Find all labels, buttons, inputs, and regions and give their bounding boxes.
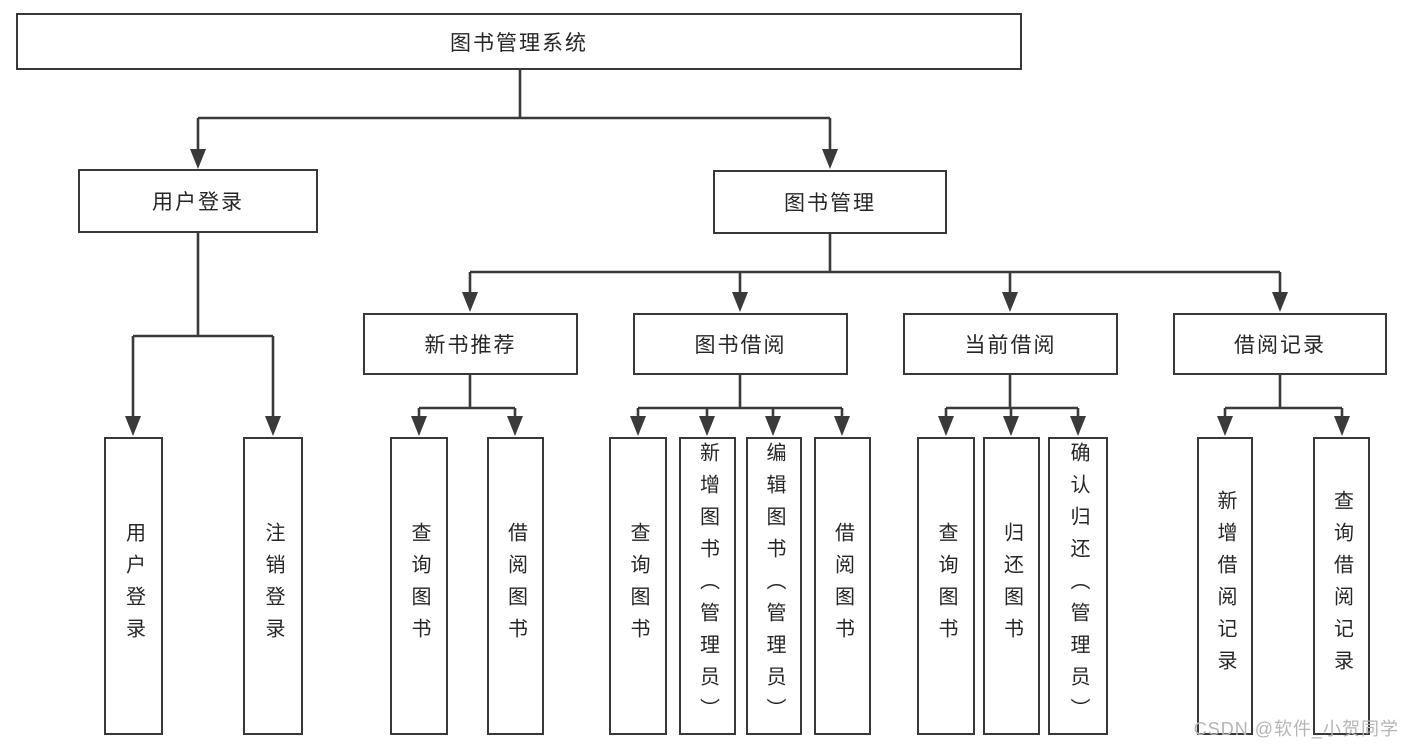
node-label: 新书推荐 (424, 334, 517, 357)
leaf-borrow-books-2: 借阅图书 (814, 437, 871, 735)
arrowhead (822, 149, 838, 169)
node-label: 图书管理 (784, 192, 876, 215)
node-label: 编辑图书（管理员） (763, 442, 785, 730)
node-label: 归还图书 (1000, 522, 1023, 650)
node-label: 查询图书 (627, 522, 649, 650)
node-label: 查询图书 (408, 522, 430, 650)
leaf-logout: 注销登录 (243, 437, 303, 735)
leaf-query-books-3: 查询图书 (917, 437, 975, 735)
node-borrow-records: 借阅记录 (1173, 313, 1387, 375)
leaf-query-books-2: 查询图书 (609, 437, 667, 735)
arrowhead (125, 416, 141, 436)
arrowhead (1217, 416, 1233, 436)
connector-userlogin-to-leaves (131, 233, 275, 418)
arrowhead (1002, 292, 1018, 312)
arrowhead (411, 416, 427, 436)
node-label: 新增借阅记录 (1214, 490, 1236, 682)
connector-paths (131, 69, 1344, 419)
node-label: 借阅图书 (504, 522, 527, 650)
node-label: 用户登录 (122, 522, 145, 650)
node-root-system: 图书管理系统 (16, 13, 1022, 70)
node-label: 图书管理系统 (450, 31, 588, 55)
node-label: 借阅图书 (831, 522, 854, 650)
leaf-add-borrow-record: 新增借阅记录 (1197, 437, 1253, 735)
leaf-user-login: 用户登录 (104, 437, 163, 735)
arrowhead (834, 416, 850, 436)
node-label: 查询图书 (935, 522, 957, 650)
arrowhead (765, 416, 781, 436)
arrowhead (699, 416, 715, 436)
leaf-return-books: 归还图书 (983, 437, 1040, 735)
node-label: 确认归还（管理员） (1067, 442, 1089, 730)
leaf-edit-books-admin: 编辑图书（管理员） (746, 437, 802, 735)
arrowhead (265, 416, 281, 436)
connector-bookborrow-to-leaves (636, 375, 844, 419)
node-label: 借阅记录 (1234, 334, 1326, 357)
connector-newbookrec-to-leaves (417, 375, 517, 419)
node-current-borrow: 当前借阅 (903, 313, 1118, 375)
arrowhead (1003, 416, 1019, 436)
arrowhead (190, 149, 206, 169)
connector-root-to-level2 (196, 69, 832, 150)
arrowhead (507, 416, 523, 436)
node-book-borrow: 图书借阅 (633, 313, 848, 375)
connector-bookmgmt-to-level3 (468, 234, 1282, 294)
leaf-query-books-1: 查询图书 (390, 437, 448, 735)
arrowhead (1334, 416, 1350, 436)
node-label: 图书借阅 (694, 334, 787, 357)
node-new-book-recommend: 新书推荐 (363, 313, 578, 375)
leaf-query-borrow-record: 查询借阅记录 (1313, 437, 1370, 735)
node-label: 注销登录 (262, 522, 284, 650)
leaf-confirm-return-admin: 确认归还（管理员） (1048, 437, 1108, 735)
node-user-login: 用户登录 (78, 169, 318, 233)
arrowhead (462, 292, 478, 312)
arrowhead (1272, 292, 1288, 312)
connector-borrowrecords-to-leaves (1223, 375, 1344, 419)
node-label: 用户登录 (152, 191, 244, 214)
leaf-add-books-admin: 新增图书（管理员） (679, 437, 736, 735)
node-label: 新增图书（管理员） (696, 442, 719, 730)
node-label: 当前借阅 (964, 334, 1057, 357)
arrowhead (938, 416, 954, 436)
node-book-management: 图书管理 (713, 170, 947, 234)
leaf-borrow-books-1: 借阅图书 (487, 437, 544, 735)
arrowhead (732, 292, 748, 312)
connector-currentborrow-to-leaves (944, 375, 1080, 419)
arrowhead (630, 416, 646, 436)
arrowhead (1070, 416, 1086, 436)
node-label: 查询借阅记录 (1330, 490, 1353, 682)
arrowheads (125, 149, 1350, 436)
